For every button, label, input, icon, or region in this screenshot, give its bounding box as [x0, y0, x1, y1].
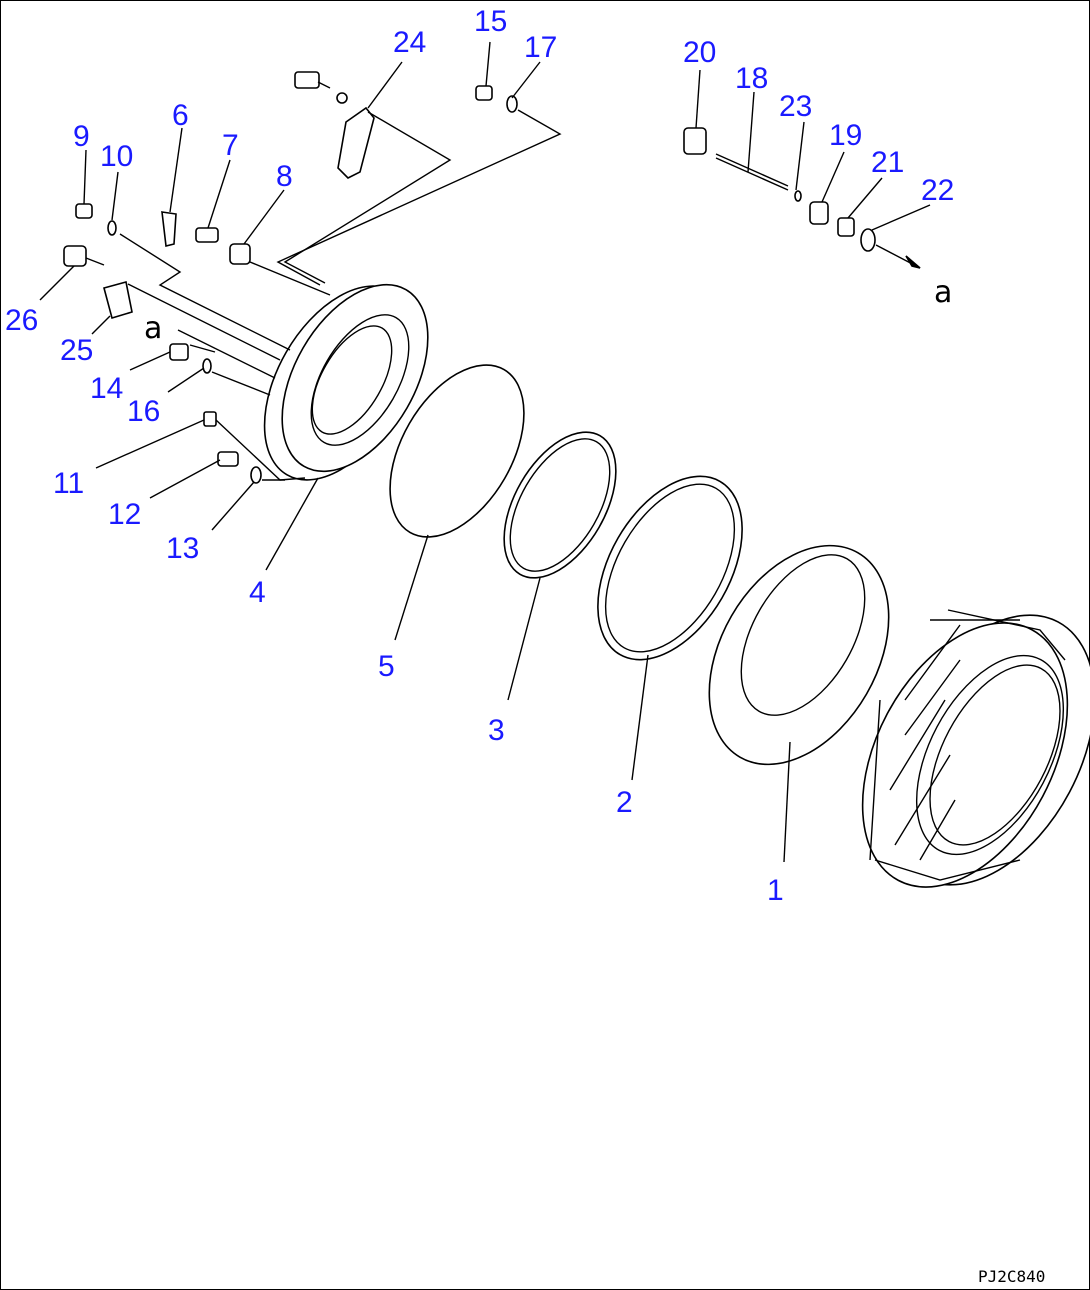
part-15-bolt[interactable]: [475, 85, 493, 101]
callout-labels: 1 2 3 4 5 6 7 8 9 10 11 12 13 14 15 16 1…: [5, 5, 954, 907]
part-10-washer[interactable]: [107, 220, 117, 236]
part-2-plate[interactable]: [672, 514, 925, 796]
callout-18: 18: [735, 62, 768, 95]
part-1-housing[interactable]: [821, 580, 1090, 922]
callout-24: 24: [393, 26, 426, 59]
callout-7: 7: [222, 129, 239, 162]
part-4-carrier[interactable]: [233, 260, 458, 506]
part-25-clamp[interactable]: [103, 281, 133, 320]
section-marker-left: a: [144, 311, 162, 346]
callout-4: 4: [249, 576, 266, 609]
part-6-clip[interactable]: [161, 211, 177, 247]
part-19-spring[interactable]: [809, 201, 829, 225]
callout-22: 22: [921, 174, 954, 207]
part-14-nut[interactable]: [169, 343, 189, 361]
part-7-fitting[interactable]: [195, 227, 219, 243]
drawing-code: PJ2C840: [978, 1267, 1045, 1286]
part-5-o-ring[interactable]: [362, 342, 551, 560]
callout-6: 6: [172, 99, 189, 132]
part-24-bracket[interactable]: [294, 71, 375, 179]
callout-11: 11: [53, 467, 84, 500]
callout-17: 17: [524, 31, 557, 64]
part-17-washer[interactable]: [506, 95, 518, 113]
callout-23: 23: [779, 90, 812, 123]
callout-3: 3: [488, 714, 505, 747]
callout-26: 26: [5, 304, 38, 337]
leader-lines: [39, 41, 931, 863]
part-13-washer[interactable]: [250, 466, 262, 484]
part-26-bolt[interactable]: [63, 245, 105, 267]
callout-2: 2: [616, 786, 633, 819]
callout-14: 14: [90, 372, 123, 405]
part-23-pin[interactable]: [794, 190, 802, 202]
callout-20: 20: [683, 36, 716, 69]
callout-19: 19: [829, 119, 862, 152]
callout-9: 9: [73, 120, 90, 153]
callout-13: 13: [166, 532, 199, 565]
part-3b-ring[interactable]: [481, 413, 639, 597]
part-9-bolt[interactable]: [75, 203, 93, 219]
callout-16: 16: [127, 395, 160, 428]
callout-8: 8: [276, 160, 293, 193]
callout-21: 21: [871, 146, 904, 179]
part-20-nut[interactable]: [683, 127, 707, 155]
section-marker-right: a: [934, 275, 952, 310]
callout-1: 1: [767, 874, 784, 907]
part-18-rod[interactable]: [715, 153, 789, 191]
part-8-plug[interactable]: [229, 243, 251, 265]
callout-12: 12: [108, 498, 141, 531]
part-3-ring[interactable]: [568, 451, 772, 684]
part-21-nut[interactable]: [837, 217, 855, 237]
callout-25: 25: [60, 334, 93, 367]
part-12-bolt[interactable]: [217, 451, 239, 467]
callout-5: 5: [378, 650, 395, 683]
callout-15: 15: [474, 5, 507, 38]
callout-10: 10: [100, 140, 133, 173]
part-16-washer[interactable]: [202, 358, 212, 374]
part-11-pin[interactable]: [203, 411, 217, 427]
part-22-washer[interactable]: [860, 228, 876, 252]
